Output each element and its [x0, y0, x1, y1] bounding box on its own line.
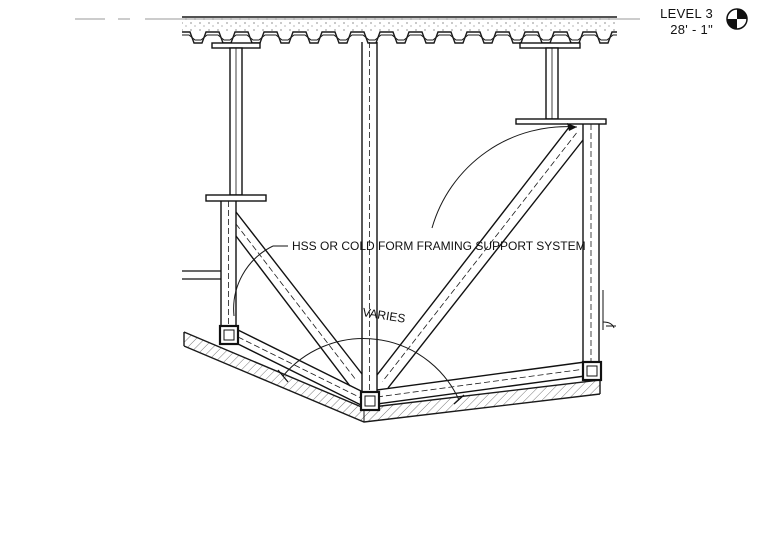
diagonal-brace-left: [235, 211, 363, 387]
steel-beam-left: [205, 42, 267, 202]
angle-varies-label: VARIES: [362, 305, 407, 326]
bottom-framing-left: [237, 329, 364, 407]
right-hanger: [582, 124, 600, 370]
adjacent-wall-stub-right: [602, 290, 616, 330]
floor-slab-deck: [182, 16, 617, 44]
angle-arc-varies: [277, 338, 465, 405]
angle-arc-top-right: [431, 123, 578, 229]
framing-system-note: HSS OR COLD FORM FRAMING SUPPORT SYSTEM: [292, 239, 586, 253]
left-hanger: [220, 201, 237, 333]
connection-node-left: [218, 324, 240, 346]
steel-beam-right: [515, 42, 607, 125]
level-marker: LEVEL 3 28' - 1": [660, 6, 748, 37]
angle-arc-left: [233, 245, 274, 317]
diagonal-brace-right: [376, 125, 584, 389]
connection-node-right: [581, 360, 603, 382]
level-elevation: 28' - 1": [670, 22, 713, 37]
level-target-icon: [726, 8, 748, 30]
center-hanger: [361, 42, 378, 395]
level-name: LEVEL 3: [660, 6, 713, 21]
bottom-framing-right: [376, 361, 586, 405]
soffit-panel: [183, 331, 601, 423]
connection-node-center: [359, 390, 381, 412]
adjacent-wall-stub-left: [182, 270, 221, 280]
